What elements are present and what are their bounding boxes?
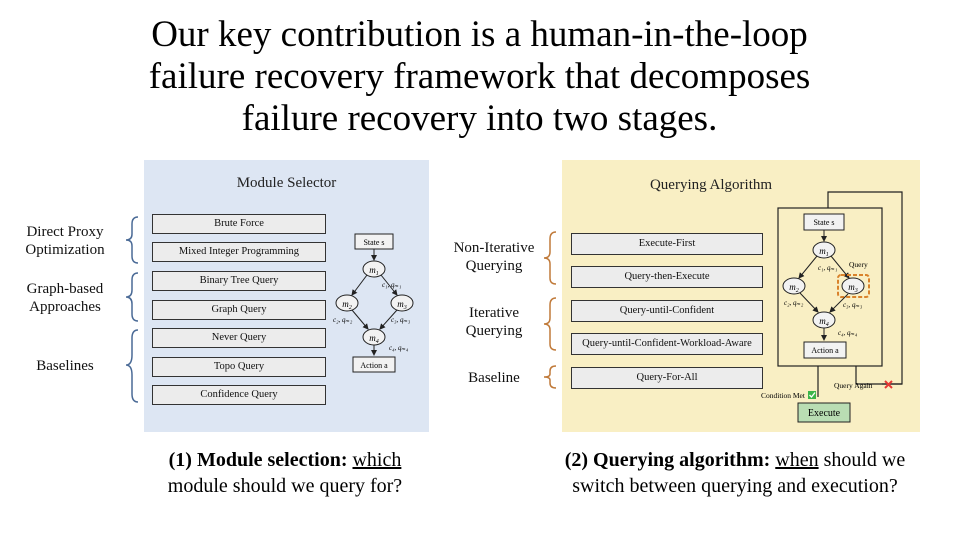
node-m3 (841, 277, 865, 295)
state-label: State s (363, 238, 384, 247)
panel-title: Querying Algorithm (649, 177, 773, 193)
caption-bold: (1) Module selection: (168, 449, 353, 471)
node-m1-label: m1 (369, 265, 379, 277)
condition-met-label: Condition Met (761, 391, 806, 400)
category-baseline: Baseline (438, 369, 550, 387)
node-sub: 4 (376, 338, 379, 345)
node-sub: 3 (403, 305, 407, 311)
action-box (803, 341, 847, 359)
category-line: Baselines (36, 358, 94, 374)
querying-algorithm-panel: Querying Algorithm Execute-First Query-t… (562, 160, 920, 432)
node-sub: 1 (376, 271, 379, 277)
title-line-3: failure recovery into two stages. (241, 98, 718, 139)
caption-line-1: (2) Querying algorithm: when should we (515, 447, 955, 473)
category-line: Iterative (469, 305, 519, 321)
method-query-until-confident-workload-aware: Query-until-Confident-Workload-Aware (571, 333, 763, 355)
category-direct-proxy: Direct Proxy Optimization (10, 223, 120, 259)
highlight-m3 (837, 274, 870, 298)
node-m3-label: m3 (848, 282, 858, 294)
edge-label-3: c₃, qₘ₃ (391, 316, 411, 324)
edge-label-2: c₂, qₘ₂ (333, 316, 353, 324)
execute-box (797, 402, 851, 423)
node-m2 (782, 277, 806, 295)
action-box (352, 356, 396, 373)
caption-module-selection: (1) Module selection: which module shoul… (120, 447, 450, 499)
category-line: Querying (465, 323, 523, 339)
query-again-label: Query Again (834, 381, 873, 390)
method-brute-force: Brute Force (152, 214, 326, 234)
category-line: Baseline (468, 370, 520, 386)
method-query-for-all: Query-For-All (571, 367, 763, 389)
caption-querying-algorithm: (2) Querying algorithm: when should we s… (515, 447, 955, 499)
title-line-1: Our key contribution is a human-in-the-l… (151, 14, 808, 55)
category-line: Graph-based (26, 281, 104, 297)
category-graph-based: Graph-based Approaches (10, 280, 120, 316)
edge-label-1: c₁, qₘ₁ (818, 264, 837, 272)
category-iterative: Iterative Querying (438, 304, 550, 340)
node-sub: 2 (349, 305, 352, 311)
method-topo-query: Topo Query (152, 357, 326, 377)
method-binary-tree-query: Binary Tree Query (152, 271, 326, 291)
title-line-2: failure recovery framework that decompos… (148, 56, 811, 97)
module-graph: State s m1 c₁, qₘ₁ m2 m3 c₂, qₘ₂ c₃, qₘ₃… (333, 233, 414, 373)
method-graph-query: Graph Query (152, 300, 326, 320)
node-m1 (812, 241, 836, 259)
category-non-iterative: Non-Iterative Querying (438, 239, 550, 275)
loop-box (777, 207, 883, 367)
caption-underlined: when (775, 449, 819, 471)
module-selector-panel: Module Selector Brute Force Mixed Intege… (144, 160, 429, 432)
caption-underlined: which (352, 449, 402, 471)
caption-bold: (2) Querying algorithm: (564, 449, 776, 471)
method-confidence-query: Confidence Query (152, 385, 326, 405)
caption-line-1: (1) Module selection: which (120, 447, 450, 473)
caption-line-2: module should we query for? (167, 475, 403, 497)
edge-label-4: c₄, qₘ₄ (389, 344, 409, 352)
action-label: Action a (811, 346, 839, 355)
category-baselines: Baselines (10, 357, 120, 375)
cross-icon (884, 380, 893, 389)
edge-label-3: c₃, qₘ₃ (843, 301, 863, 309)
method-query-then-execute: Query-then-Execute (571, 266, 763, 288)
caption-line-2: switch between querying and execution? (572, 475, 898, 497)
category-line: Direct Proxy (26, 224, 104, 240)
edge-label-2: c₂, qₘ₂ (784, 299, 804, 307)
category-line: Querying (465, 258, 523, 274)
node-m3-label: m3 (397, 299, 407, 311)
action-label: Action a (360, 361, 388, 370)
category-line: Approaches (29, 299, 101, 315)
category-line: Optimization (25, 242, 105, 258)
edge-label-4: c₄, qₘ₄ (838, 329, 858, 337)
brace-left-group (125, 216, 139, 403)
node-m1 (362, 260, 386, 278)
node-m4-label: m4 (369, 333, 379, 345)
node-m1-label: m1 (819, 246, 829, 258)
method-query-until-confident: Query-until-Confident (571, 300, 763, 322)
execute-label: Execute (808, 408, 841, 419)
slide-title: Our key contribution is a human-in-the-l… (0, 14, 959, 140)
edge-label-1: c₁, qₘ₁ (382, 281, 401, 289)
node-m2-label: m2 (789, 282, 799, 294)
category-line: Non-Iterative (453, 240, 535, 256)
brace-right-group (543, 231, 557, 389)
method-mip: Mixed Integer Programming (152, 242, 326, 262)
node-m4-label: m4 (819, 316, 829, 328)
node-m3 (390, 294, 414, 312)
method-execute-first: Execute-First (571, 233, 763, 255)
querying-graph: State s m1 c₁, qₘ₁ Query m2 m3 c₂, qₘ₂ c… (761, 191, 903, 423)
node-m2-label: m2 (342, 299, 352, 311)
state-label: State s (813, 218, 834, 227)
check-icon (808, 391, 816, 399)
node-m2 (335, 294, 359, 312)
method-never-query: Never Query (152, 328, 326, 348)
caption-rest: should we (818, 449, 906, 471)
query-label: Query (849, 260, 868, 269)
panel-title: Module Selector (236, 175, 337, 191)
